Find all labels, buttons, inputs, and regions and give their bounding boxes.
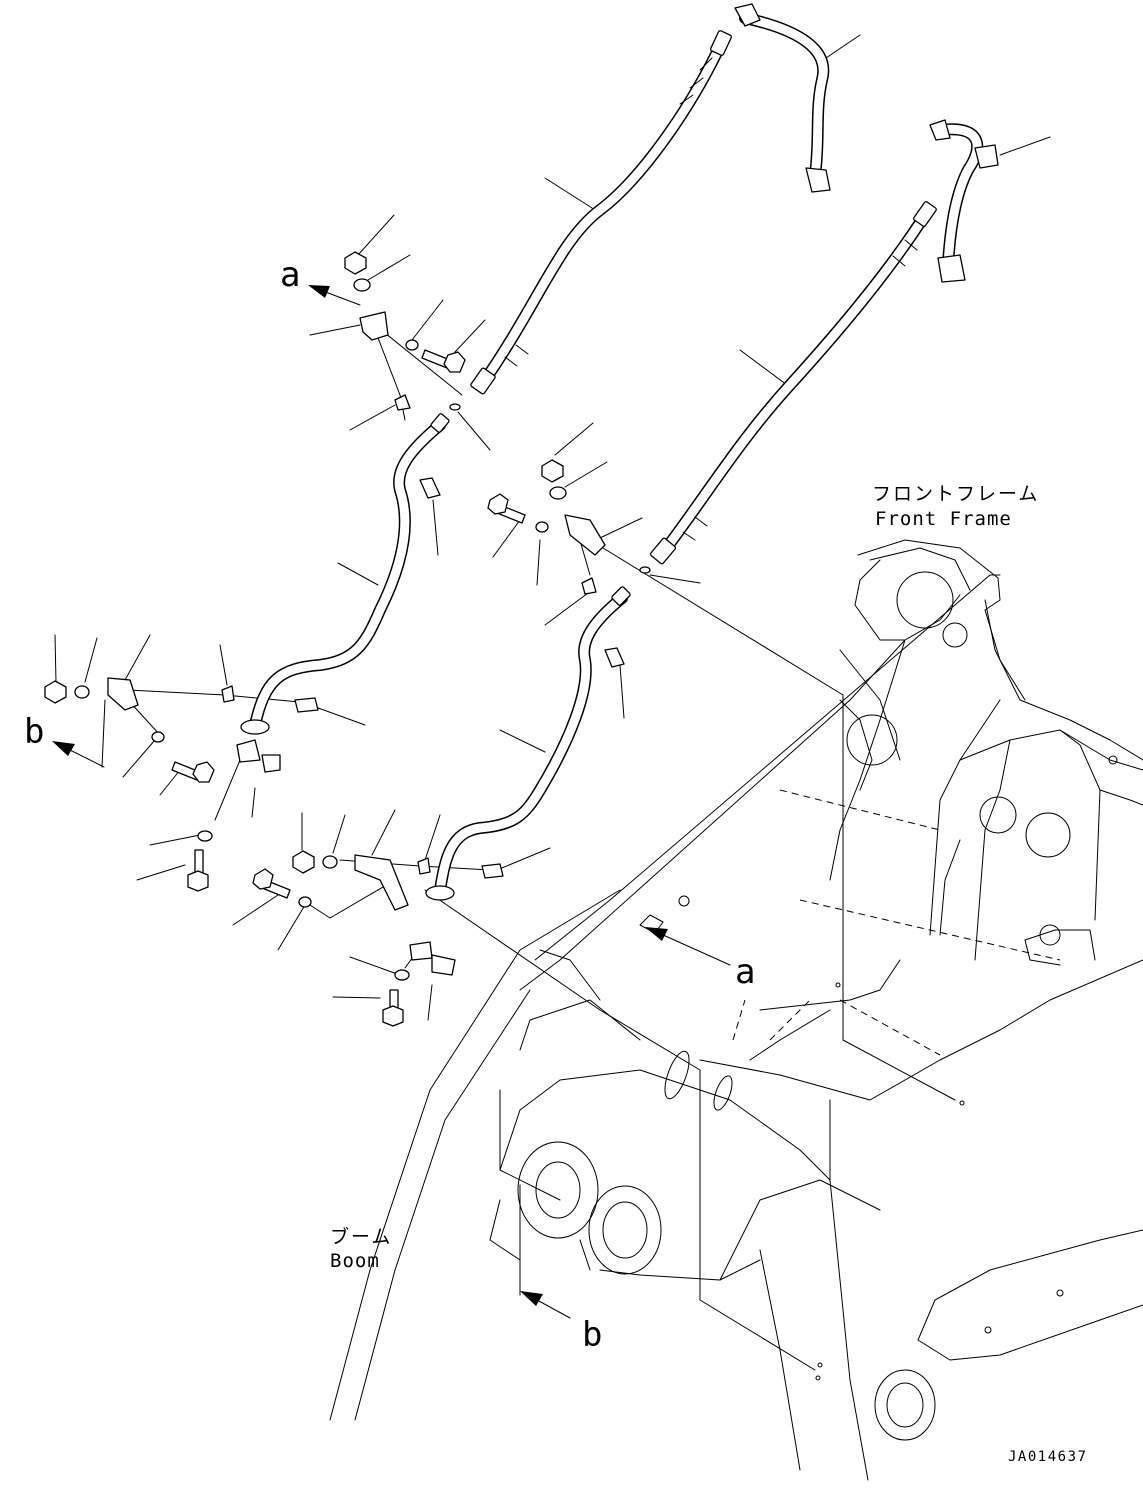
boom-outline: [329, 889, 831, 1421]
fittings: [44, 3, 999, 1381]
view-a-callout-bottom: a: [735, 952, 756, 992]
tube-top-right-2: [934, 123, 984, 271]
view-a-callout-top: a: [280, 255, 301, 295]
tube-top-right-1: [739, 12, 830, 181]
arrow-heads: [52, 285, 668, 1306]
hose-upper-right: [659, 209, 931, 556]
figure-code: JA014637: [1008, 1449, 1088, 1465]
front-frame-label-en: Front Frame: [875, 508, 1012, 530]
boom-label-jp: ブーム: [330, 1226, 393, 1248]
front-frame-outline: [519, 539, 1143, 1481]
tube-left: [249, 419, 446, 731]
leader-lines: [54, 34, 1051, 1371]
view-b-callout-left: b: [24, 712, 45, 752]
tube-right: [434, 592, 628, 896]
view-b-callout-bottom: b: [582, 1315, 603, 1355]
hose-upper-left: [479, 36, 728, 386]
front-frame-label-jp: フロントフレーム: [872, 483, 1040, 505]
boom-label-en: Boom: [330, 1250, 380, 1272]
